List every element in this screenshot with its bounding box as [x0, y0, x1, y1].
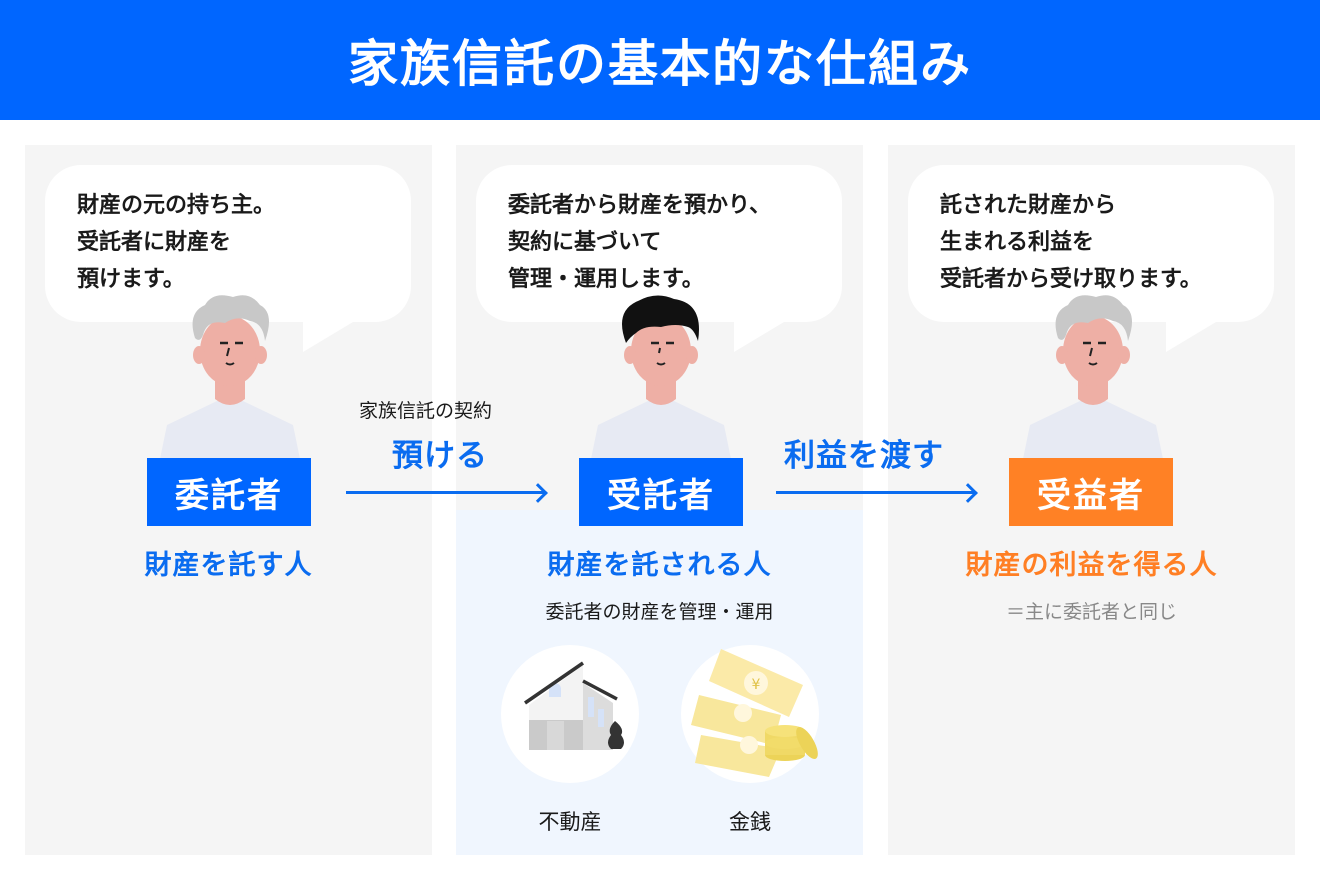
arrow-line: [776, 491, 976, 494]
bubble-tail: [734, 322, 784, 352]
role-description-trustee: 財産を託される人: [547, 550, 772, 581]
bubble-line: 生まれる利益を: [940, 230, 1095, 255]
page-header: 家族信託の基本的な仕組み: [0, 0, 1320, 120]
asset-money: ¥ 金銭: [681, 645, 819, 836]
bubble-line: 受託者に財産を: [77, 230, 232, 255]
role-description-settlor: 財産を託す人: [144, 550, 313, 581]
bubble-line: 契約に基づいて: [508, 230, 662, 255]
bubble-line: 託された財産から: [940, 193, 1117, 218]
bubble-line: 受託者から受け取ります。: [940, 267, 1202, 292]
asset-real-estate: 不動産: [501, 645, 639, 836]
bubble-tail: [1166, 322, 1216, 352]
bubble-line: 財産の元の持ち主。: [77, 193, 276, 218]
role-badge-beneficiary: 受益者: [1009, 458, 1173, 526]
arrow-line: [346, 491, 546, 494]
panel-trustee: 委託者から財産を預かり、 契約に基づいて 管理・運用します。 受託者 財産を託さ…: [456, 145, 863, 855]
bubble-tail: [303, 322, 353, 352]
flow-label: 預ける: [392, 438, 488, 474]
role-subdescription-trustee: 委託者の財産を管理・運用: [545, 601, 774, 623]
flow-caption: 家族信託の契約: [359, 400, 493, 422]
panel-beneficiary: 託された財産から 生まれる利益を 受託者から受け取ります。 受益者 財産の利益を…: [888, 145, 1295, 855]
role-badge-settlor: 委託者: [147, 458, 311, 526]
role-description-beneficiary: 財産の利益を得る人: [965, 550, 1218, 581]
page-title: 家族信託の基本的な仕組み: [348, 35, 972, 93]
role-badge-trustee: 受託者: [579, 458, 743, 526]
role-subdescription-beneficiary: ＝主に委託者と同じ: [1005, 601, 1177, 623]
bubble-line: 委託者から財産を預かり、: [508, 193, 772, 218]
svg-text:¥: ¥: [752, 677, 761, 693]
money-icon: ¥: [691, 649, 818, 777]
asset-label: 金銭: [729, 810, 771, 834]
bubble-line: 預けます。: [77, 267, 185, 292]
house-icon: [524, 661, 624, 750]
asset-label: 不動産: [538, 810, 602, 834]
bubble-line: 管理・運用します。: [508, 267, 704, 292]
flow-label: 利益を渡す: [784, 438, 944, 474]
panel-settlor: 財産の元の持ち主。 受託者に財産を 預けます。 委託者 財産を託す人: [25, 145, 432, 855]
